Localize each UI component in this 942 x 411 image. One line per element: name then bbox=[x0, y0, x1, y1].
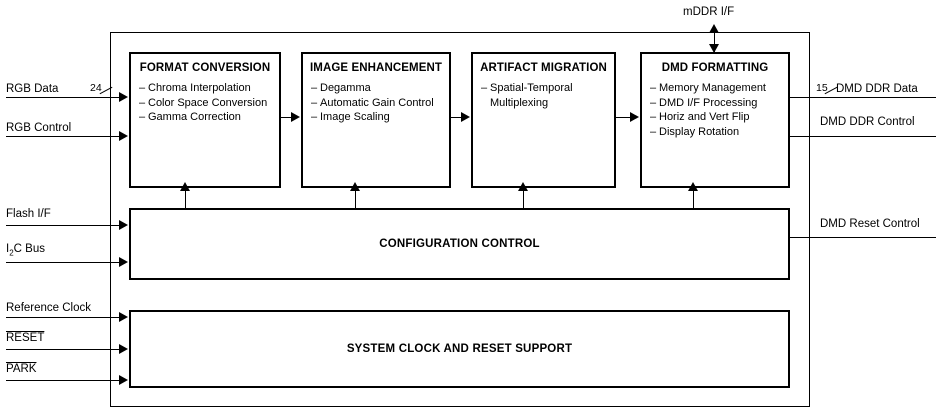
mddr-if-arrow-down bbox=[709, 44, 719, 53]
list-item: Degamma bbox=[311, 81, 445, 96]
dmd-ddr-data-bus-width: 15 bbox=[816, 82, 828, 94]
connector-artifact-to-dmd-arrow bbox=[630, 112, 639, 122]
block-artifact-migration-items: Spatial-Temporal Multiplexing bbox=[473, 81, 614, 110]
rgb-control-label: RGB Control bbox=[6, 122, 72, 134]
reference-clock-arrow bbox=[119, 312, 128, 322]
list-item: Color Space Conversion bbox=[139, 96, 275, 111]
rgb-data-line bbox=[6, 97, 119, 98]
i2c-bus-line bbox=[6, 262, 119, 263]
park-line bbox=[6, 380, 119, 381]
rgb-control-arrow bbox=[119, 131, 128, 141]
mddr-if-arrow-up bbox=[709, 24, 719, 33]
flash-if-label: Flash I/F bbox=[6, 208, 51, 220]
block-system-clock-reset-title: SYSTEM CLOCK AND RESET SUPPORT bbox=[346, 343, 573, 355]
i2c-bus-arrow bbox=[119, 257, 128, 267]
list-item: Spatial-Temporal Multiplexing bbox=[481, 81, 608, 110]
i2c-bus-label-text: I bbox=[6, 243, 10, 255]
connector-artifact-to-dmd bbox=[616, 117, 630, 118]
i2c-bus-label: I2C Bus bbox=[6, 243, 45, 257]
dmd-ddr-control-label: DMD DDR Control bbox=[820, 116, 915, 128]
block-dmd-formatting: DMD FORMATTING Memory Management DMD I/F… bbox=[640, 52, 790, 188]
dmd-ddr-control-line bbox=[790, 136, 936, 137]
block-image-enhancement-items: Degamma Automatic Gain Control Image Sca… bbox=[303, 81, 449, 125]
list-item: Automatic Gain Control bbox=[311, 96, 445, 111]
flash-if-arrow bbox=[119, 220, 128, 230]
block-format-conversion: FORMAT CONVERSION Chroma Interpolation C… bbox=[129, 52, 281, 188]
dmd-reset-control-label: DMD Reset Control bbox=[820, 218, 920, 230]
list-item: Chroma Interpolation bbox=[139, 81, 275, 96]
block-dmd-formatting-title: DMD FORMATTING bbox=[661, 62, 769, 74]
connector-config-to-enhance-arrow bbox=[350, 182, 360, 191]
list-item: Display Rotation bbox=[650, 125, 784, 140]
block-artifact-migration-title: ARTIFACT MIGRATION bbox=[480, 62, 607, 74]
connector-format-to-enhance bbox=[281, 117, 292, 118]
i2c-bus-label-tail: C Bus bbox=[13, 243, 45, 255]
reference-clock-label: Reference Clock bbox=[6, 302, 92, 314]
park-arrow bbox=[119, 375, 128, 385]
list-item: Horiz and Vert Flip bbox=[650, 110, 784, 125]
list-item: Memory Management bbox=[650, 81, 784, 96]
dmd-ddr-data-line bbox=[790, 97, 936, 98]
connector-config-to-dmd-arrow bbox=[688, 182, 698, 191]
block-image-enhancement-title: IMAGE ENHANCEMENT bbox=[309, 62, 443, 74]
block-format-conversion-items: Chroma Interpolation Color Space Convers… bbox=[131, 81, 279, 125]
park-label: PARK bbox=[6, 363, 37, 375]
reset-arrow bbox=[119, 344, 128, 354]
block-format-conversion-title: FORMAT CONVERSION bbox=[139, 62, 271, 74]
connector-enhance-to-artifact-arrow bbox=[461, 112, 470, 122]
block-image-enhancement: IMAGE ENHANCEMENT Degamma Automatic Gain… bbox=[301, 52, 451, 188]
block-artifact-migration: ARTIFACT MIGRATION Spatial-Temporal Mult… bbox=[471, 52, 616, 188]
block-system-clock-reset: SYSTEM CLOCK AND RESET SUPPORT bbox=[129, 310, 790, 388]
connector-config-to-format bbox=[185, 190, 186, 208]
block-configuration-control: CONFIGURATION CONTROL bbox=[129, 208, 790, 280]
connector-config-to-format-arrow bbox=[180, 182, 190, 191]
connector-config-to-dmd bbox=[693, 190, 694, 208]
i2c-bus-label-sub: 2 bbox=[9, 248, 14, 258]
rgb-data-arrow bbox=[119, 92, 128, 102]
dmd-ddr-data-label: DMD DDR Data bbox=[836, 83, 918, 95]
connector-enhance-to-artifact bbox=[451, 117, 462, 118]
reset-line bbox=[6, 349, 119, 350]
connector-format-to-enhance-arrow bbox=[291, 112, 300, 122]
flash-if-line bbox=[6, 225, 119, 226]
mddr-if-label: mDDR I/F bbox=[683, 6, 735, 18]
rgb-control-line bbox=[6, 136, 119, 137]
block-dmd-formatting-items: Memory Management DMD I/F Processing Hor… bbox=[642, 81, 788, 140]
list-item: Image Scaling bbox=[311, 110, 445, 125]
reference-clock-line bbox=[6, 317, 119, 318]
connector-config-to-artifact-arrow bbox=[518, 182, 528, 191]
rgb-data-bus-width: 24 bbox=[90, 82, 102, 94]
dmd-reset-control-line bbox=[790, 237, 936, 238]
block-configuration-control-title: CONFIGURATION CONTROL bbox=[379, 238, 540, 250]
connector-config-to-enhance bbox=[355, 190, 356, 208]
chip-boundary bbox=[110, 32, 810, 407]
rgb-data-label: RGB Data bbox=[6, 83, 59, 95]
mddr-if-line bbox=[714, 31, 715, 53]
list-item: DMD I/F Processing bbox=[650, 96, 784, 111]
list-item: Gamma Correction bbox=[139, 110, 275, 125]
connector-config-to-artifact bbox=[523, 190, 524, 208]
reset-label: RESET bbox=[6, 332, 45, 344]
